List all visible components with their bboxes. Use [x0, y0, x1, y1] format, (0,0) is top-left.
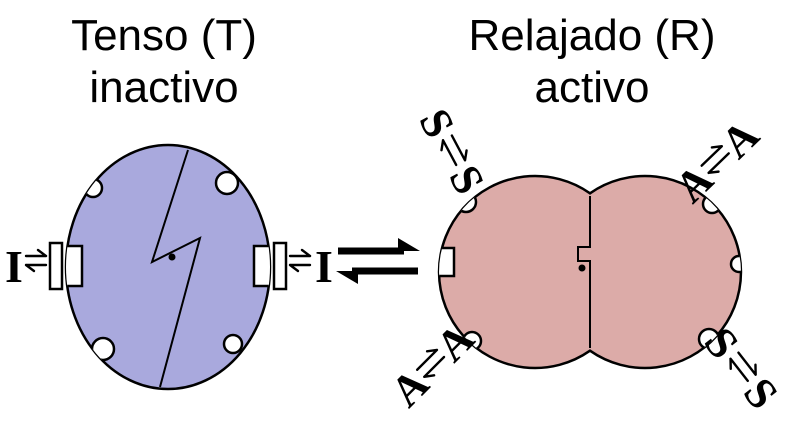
t-binding-recess-right — [252, 244, 270, 288]
equilibrium-arrows-icon — [415, 348, 446, 378]
inhibitor-bar — [272, 241, 288, 291]
equilibrium-arrows-icon — [288, 248, 312, 273]
ligand-letter: S — [734, 369, 788, 418]
t-binding-recess-left — [66, 244, 84, 288]
t-subunit-notches — [66, 170, 270, 362]
r-subunit-interface-line — [577, 196, 591, 348]
t-inhibitor-right: I — [272, 241, 333, 292]
equilibrium-arrows-icon — [700, 145, 730, 175]
r-state-title: Relajado (R) — [469, 11, 716, 60]
ligand-letter: S — [409, 101, 464, 146]
r-notch-right — [729, 254, 741, 274]
t-inhibitor-left: I — [5, 241, 64, 292]
equilibrium-arrows-icon — [24, 248, 48, 273]
t-notch-top-left — [82, 177, 104, 199]
t-state-shape — [64, 143, 272, 391]
t-center-dot — [168, 253, 176, 261]
t-subunit-interface-line — [150, 149, 202, 388]
inhibitor-letter: I — [5, 241, 23, 292]
r-binding-recess-left — [439, 246, 456, 278]
ligand-letter: A — [381, 359, 438, 416]
t-notch-top-right — [214, 170, 240, 196]
r-site-top-left: S S — [409, 101, 494, 202]
t-state-title: Tenso (T) — [71, 11, 257, 60]
t-state-subtitle: inactivo — [89, 63, 238, 112]
inhibitor-bar — [48, 241, 64, 291]
r-center-dot — [578, 264, 586, 272]
equilibrium-arrows-icon — [336, 238, 420, 284]
t-notch-bottom-right — [222, 333, 244, 355]
equilibrium-arrows-icon — [729, 351, 757, 383]
equilibrium-arrows-icon — [440, 134, 468, 167]
inhibitor-letter: I — [315, 241, 333, 292]
ligand-letter: A — [712, 110, 769, 167]
r-state-subtitle: activo — [535, 63, 650, 112]
t-notch-bottom-left — [90, 336, 116, 362]
